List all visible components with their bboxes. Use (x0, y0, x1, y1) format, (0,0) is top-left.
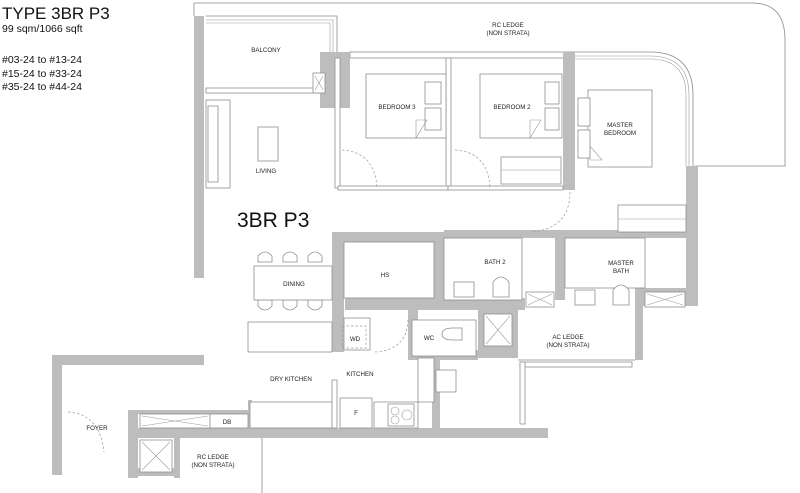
basin-bath2 (453, 281, 475, 298)
kitchen-sink (435, 369, 457, 393)
bed-master (587, 89, 653, 168)
label-kitchen: KITCHEN (346, 371, 373, 378)
label-master-bedroom-2: BEDROOM (604, 130, 636, 137)
label-rc-ledge-top-2: (NON STRATA) (486, 30, 529, 37)
door-master (531, 191, 571, 233)
label-wd: WD (350, 336, 361, 343)
master-bath (564, 237, 646, 289)
unit-type-title: TYPE 3BR P3 (2, 4, 110, 23)
unit-range: #35-24 to #44-24 (2, 81, 82, 93)
household-shelter (343, 241, 435, 299)
toilet-bath2 (492, 276, 510, 298)
label-balcony: BALCONY (251, 47, 281, 54)
label-db: DB (223, 419, 232, 426)
label-hs: HS (381, 272, 390, 279)
fridge (339, 397, 373, 429)
coffee-table (257, 126, 279, 162)
unit-range: #15-24 to #33-24 (2, 67, 82, 80)
door-bedroom3 (341, 149, 378, 189)
unit-ranges: #03-24 to #13-24 #15-24 to #33-24 #35-24… (2, 54, 110, 95)
bedroom-glazing (349, 51, 571, 59)
dry-kitchen-counter (249, 401, 333, 429)
wardrobe-master (617, 204, 687, 233)
wall-bed3-left (334, 57, 341, 189)
label-master-bath-1: MASTER (608, 260, 634, 267)
ac-ledge-grille (519, 361, 633, 368)
glazing-curve (570, 51, 694, 166)
rc-ledge-outline (194, 2, 786, 167)
label-rc-ledge-bottom-2: (NON STRATA) (191, 462, 234, 469)
basin-master (574, 289, 596, 306)
unit-label: 3BR P3 (237, 209, 309, 232)
balcony-railing (205, 87, 321, 94)
label-wc: WC (424, 335, 435, 342)
label-ac-ledge-2: (NON STRATA) (546, 342, 589, 349)
label-bath2: BATH 2 (484, 259, 506, 266)
sideboard (247, 321, 333, 353)
label-bedroom2: BEDROOM 2 (493, 104, 531, 111)
wardrobe-bedroom2 (500, 156, 562, 185)
door-main-entrance (67, 411, 105, 453)
label-living: LIVING (256, 168, 276, 175)
label-master-bath-2: BATH (613, 268, 629, 275)
door-bedroom2 (454, 149, 491, 189)
kitchen-partition (331, 379, 338, 429)
unit-area: 99 sqm/1066 sqft (2, 23, 83, 35)
toilet-wc (441, 327, 463, 341)
label-rc-ledge-bottom-1: RC LEDGE (197, 454, 229, 461)
db-box (209, 413, 249, 429)
label-ac-ledge-1: AC LEDGE (552, 334, 583, 341)
label-rc-ledge-top-1: RC LEDGE (492, 22, 524, 29)
label-master-bedroom-1: MASTER (607, 122, 633, 129)
door-hs (374, 317, 409, 353)
toilet-master (612, 284, 630, 306)
hob (387, 403, 415, 427)
label-fridge: F (354, 410, 358, 417)
label-dining: DINING (283, 281, 305, 288)
dining-table (253, 251, 333, 311)
label-foyer: FOYER (86, 425, 108, 432)
unit-info: TYPE 3BR P3 99 sqm/1066 sqft #03-24 to #… (2, 4, 110, 95)
label-bedroom3: BEDROOM 3 (378, 104, 416, 111)
unit-range: #03-24 to #13-24 (2, 54, 82, 66)
label-dry-kitchen: DRY KITCHEN (270, 376, 312, 383)
